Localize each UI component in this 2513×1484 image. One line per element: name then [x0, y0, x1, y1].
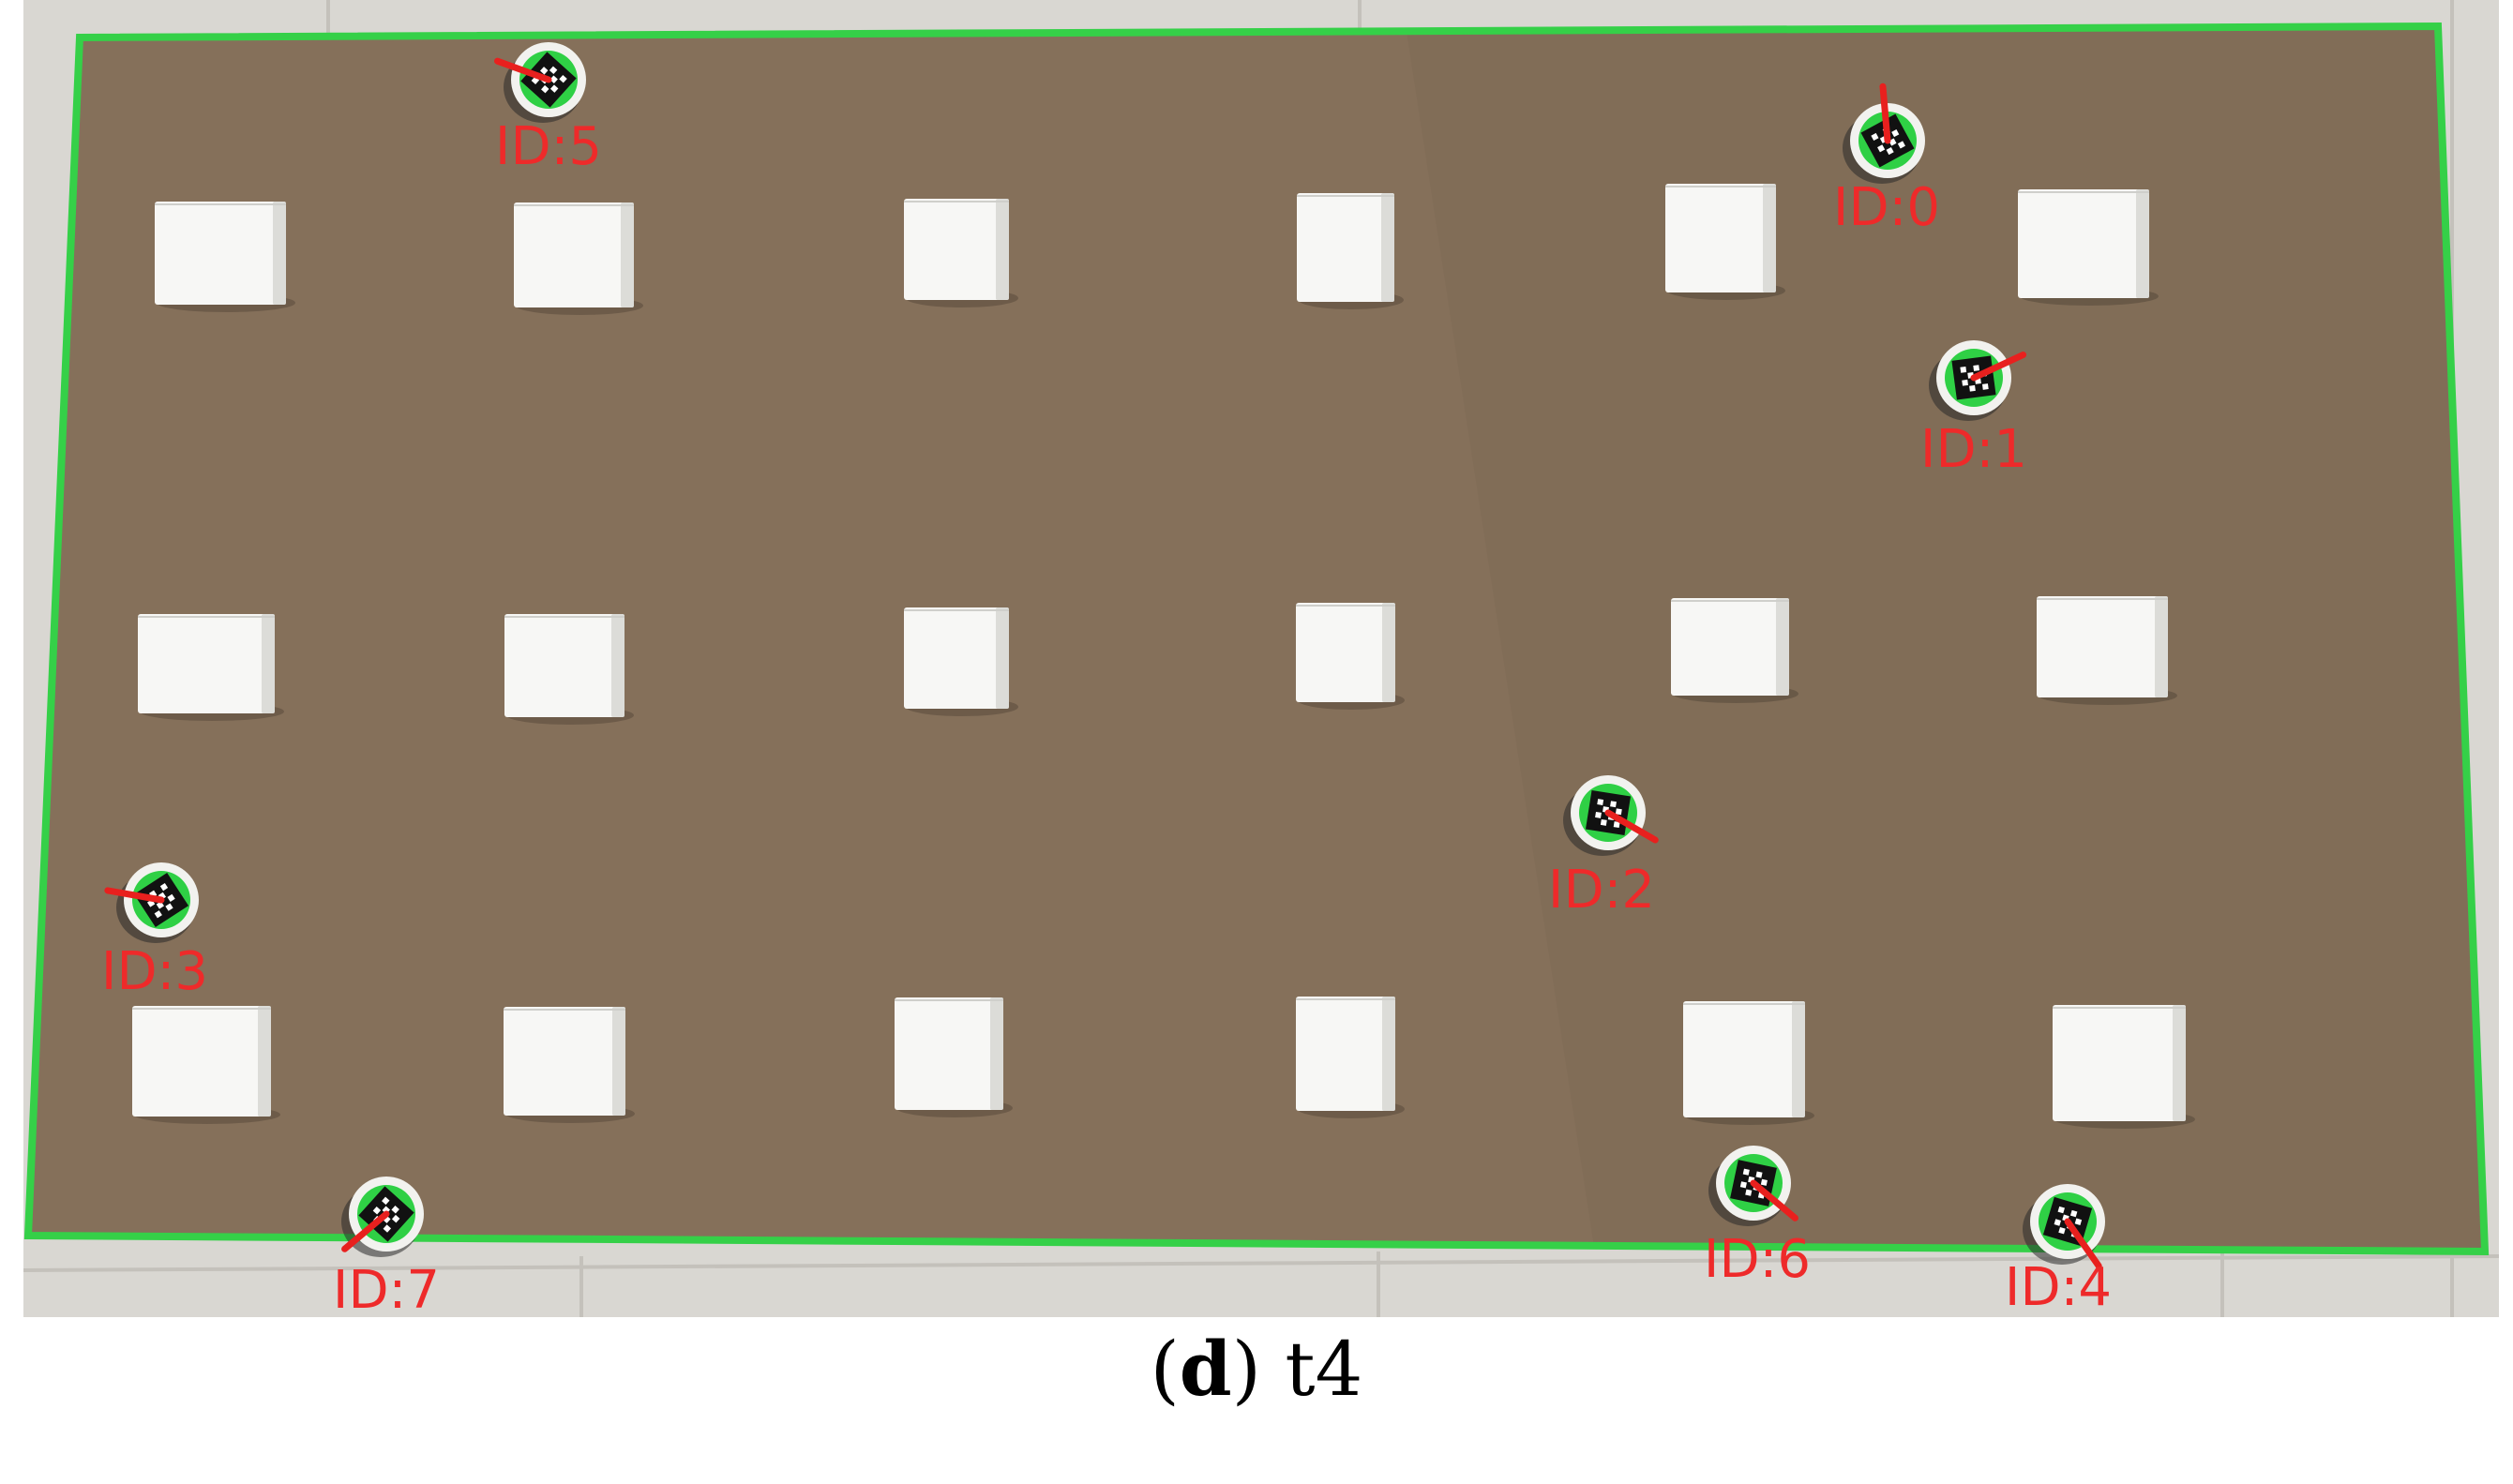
obstacle-box	[2053, 1005, 2195, 1129]
robot: ID:2	[1548, 775, 1659, 921]
obstacle-box	[504, 614, 634, 725]
paper-shading	[1407, 26, 2485, 1252]
heading-indicator	[1970, 351, 2027, 382]
robot: ID:7	[333, 1177, 440, 1321]
arena-boundary	[23, 22, 2490, 1256]
obstacle-box	[2018, 189, 2159, 306]
robot: ID:0	[1833, 82, 1940, 238]
heading-indicator	[104, 887, 165, 904]
heading-indicator	[1879, 82, 1891, 144]
robot: ID:4	[2005, 1184, 2112, 1318]
kraft-paper	[28, 26, 2485, 1252]
heading-indicator	[1604, 809, 1659, 844]
robot: ID:5	[493, 42, 602, 177]
obstacle-box	[504, 1007, 635, 1123]
caption-paren-open: (	[1150, 1326, 1180, 1413]
obstacle-box	[1297, 193, 1404, 309]
obstacle-box	[904, 199, 1018, 307]
obstacle-boxes	[132, 184, 2195, 1129]
obstacle-box	[1683, 1001, 1814, 1125]
robot-id-label: ID:1	[1920, 419, 2027, 480]
robot: ID:1	[1920, 340, 2027, 480]
obstacle-box	[132, 1006, 280, 1124]
caption-time: t4	[1260, 1326, 1363, 1413]
robot-id-label: ID:3	[101, 941, 208, 1002]
robots: ID:5ID:0ID:1ID:2ID:3ID:7 ID:6 ID:4	[101, 42, 2112, 1321]
robot-id-label: ID:2	[1548, 860, 1655, 921]
robot: ID:3	[101, 862, 208, 1002]
heading-indicator	[1750, 1179, 1798, 1222]
robot-id-label: ID:4	[2005, 1257, 2112, 1318]
robot-id-label: ID:0	[1833, 177, 1940, 238]
heading-indicator	[493, 57, 552, 83]
obstacle-box	[2037, 596, 2177, 705]
obstacle-box	[895, 997, 1013, 1117]
robot-id-label: ID:7	[333, 1260, 440, 1321]
caption-paren-close: )	[1231, 1326, 1261, 1413]
caption-letter: d	[1179, 1325, 1232, 1413]
obstacle-box	[138, 614, 284, 721]
obstacle-box	[1671, 598, 1798, 703]
obstacle-box	[155, 202, 295, 312]
heading-indicator	[341, 1210, 390, 1252]
figure-caption: (d) t4	[0, 1331, 2513, 1407]
obstacle-box	[904, 607, 1018, 716]
obstacle-box	[514, 202, 643, 315]
obstacle-box	[1296, 997, 1405, 1118]
robot-id-label: ID:5	[495, 116, 602, 177]
heading-indicator	[2064, 1218, 2102, 1270]
obstacle-box	[1296, 603, 1405, 710]
robot-id-label: ID:6	[1704, 1229, 1811, 1290]
obstacle-box	[1665, 184, 1785, 300]
robot: ID:6	[1704, 1146, 1811, 1290]
